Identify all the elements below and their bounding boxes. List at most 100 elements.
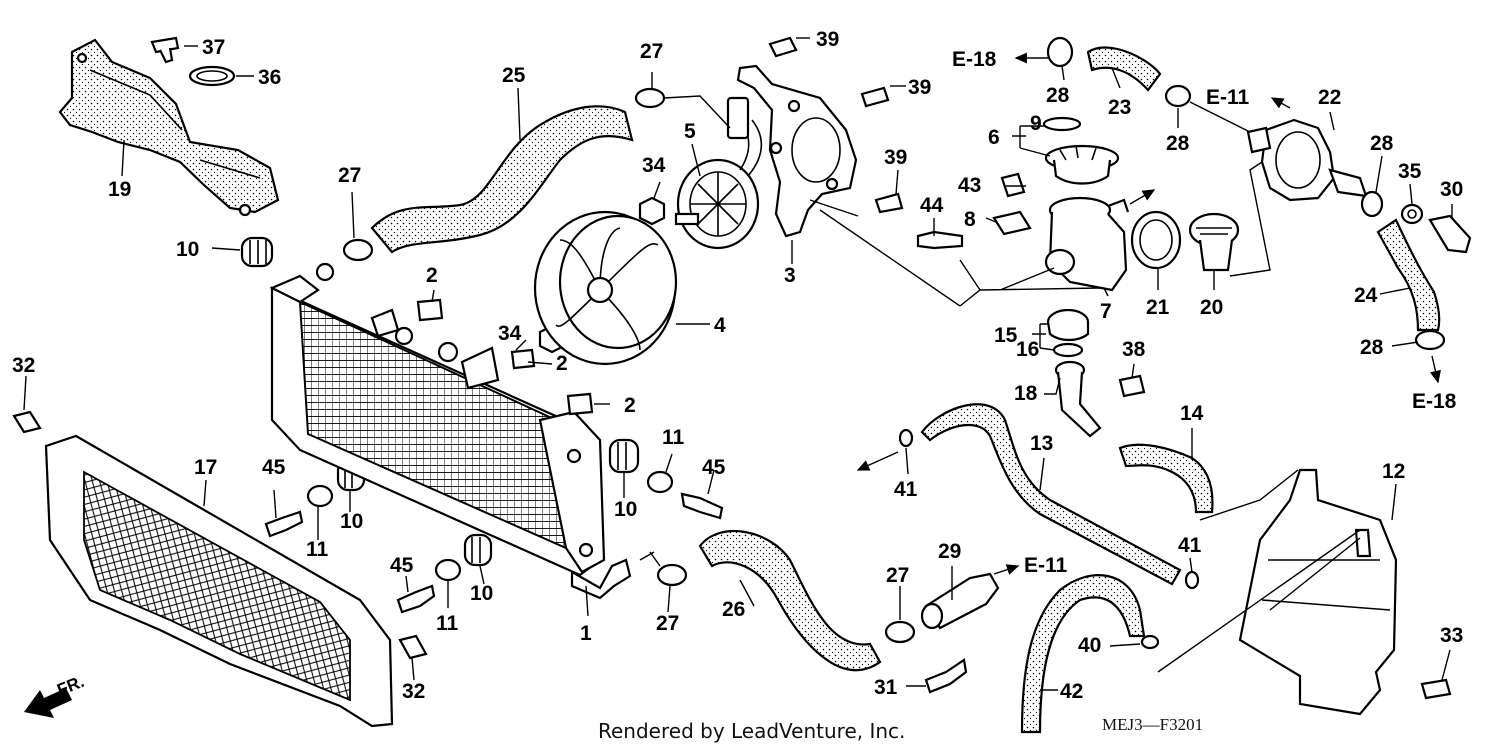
clip-41-drawing <box>898 428 1200 590</box>
bolt-45-drawing <box>264 492 724 614</box>
callout-25: 25 <box>502 64 526 87</box>
fan-shroud-3-drawing <box>736 64 858 238</box>
ref-e18-top: E-18 <box>952 48 997 71</box>
callout-40: 40 <box>1078 634 1101 657</box>
callout-7: 7 <box>1100 300 1112 323</box>
collar-11-drawing <box>306 470 674 582</box>
callout-22: 22 <box>1318 86 1341 109</box>
callout-37: 37 <box>202 36 225 59</box>
callout-26: 26 <box>722 598 745 621</box>
bracket-19-drawing <box>58 38 280 217</box>
hose-23-drawing <box>1086 46 1162 92</box>
callout-6: 6 <box>988 126 1000 149</box>
front-arrow-icon: FR. <box>24 672 87 718</box>
clamp-28-drawing <box>1046 36 1446 351</box>
callout-41-left: 41 <box>894 478 918 501</box>
callout-labels: 37 36 19 25 27 39 39 27 5 34 39 10 3 2 4… <box>12 28 1463 703</box>
callout-27-right: 27 <box>886 564 909 587</box>
hose-25-drawing <box>370 105 634 254</box>
callout-32-low: 32 <box>402 680 425 703</box>
callout-1: 1 <box>580 622 592 645</box>
callout-8: 8 <box>964 208 976 231</box>
callout-43: 43 <box>958 174 981 197</box>
callout-39-top: 39 <box>816 28 839 51</box>
callout-45-left: 45 <box>262 456 286 479</box>
callout-33: 33 <box>1440 624 1463 647</box>
callout-5: 5 <box>684 120 696 143</box>
callout-38: 38 <box>1122 338 1146 361</box>
callout-10-left: 10 <box>176 238 199 261</box>
filler-neck-18-drawing <box>1054 360 1102 438</box>
callout-10-mid: 10 <box>340 510 363 533</box>
callout-28-top: 28 <box>1046 84 1070 107</box>
band-36-drawing <box>188 65 236 87</box>
callout-11-mid: 11 <box>436 612 459 635</box>
water-outlet-22-drawing <box>1246 118 1368 202</box>
thermostat-20-drawing <box>1188 212 1240 272</box>
ref-e11-top: E-11 <box>1206 86 1250 109</box>
callout-24: 24 <box>1354 284 1378 307</box>
sensor-30-drawing <box>1428 214 1472 254</box>
callout-28-low: 28 <box>1360 336 1384 359</box>
hose-26-drawing <box>698 530 882 672</box>
callout-39-low: 39 <box>884 146 907 169</box>
bolt-32-drawing <box>12 410 428 660</box>
callout-3: 3 <box>784 264 796 287</box>
diagram-code: MEJ3—F3201 <box>1102 715 1203 734</box>
callout-2-mid: 2 <box>556 352 568 375</box>
callout-28-right: 28 <box>1370 132 1394 155</box>
callout-12: 12 <box>1382 460 1405 483</box>
clip-8-drawing <box>992 210 1032 236</box>
callout-30: 30 <box>1440 178 1463 201</box>
callout-41-right: 41 <box>1178 534 1202 557</box>
callout-44: 44 <box>920 194 944 217</box>
callout-39-mid: 39 <box>908 76 931 99</box>
bolt-44-drawing <box>916 230 964 250</box>
push-rivet-37-drawing <box>150 36 180 64</box>
callout-29: 29 <box>938 540 961 563</box>
ref-e11-bottom: E-11 <box>1024 554 1068 577</box>
callout-10-low: 10 <box>470 582 493 605</box>
callout-27-left: 27 <box>338 164 361 187</box>
callout-34-mid: 34 <box>498 322 522 345</box>
ref-e18-right: E-18 <box>1412 390 1457 413</box>
thermostat-housing-7-drawing <box>1044 196 1130 292</box>
reference-labels: E-18 E-11 E-18 E-11 <box>952 48 1457 577</box>
callout-11-left: 11 <box>306 538 329 561</box>
washer-35-drawing <box>1400 203 1424 225</box>
bolt-31-drawing <box>924 658 968 694</box>
callout-32-left: 32 <box>12 354 35 377</box>
callout-19: 19 <box>108 178 131 201</box>
callout-10-right: 10 <box>614 498 637 521</box>
fan-motor-5-drawing <box>674 96 763 250</box>
callout-21: 21 <box>1146 296 1170 319</box>
callout-2-low: 2 <box>624 394 636 417</box>
footer-credit: Rendered by LeadVenture, Inc. <box>598 719 905 743</box>
callout-14: 14 <box>1180 402 1204 425</box>
grille-17-drawing <box>44 434 394 728</box>
callout-42: 42 <box>1060 680 1083 703</box>
clip-2-drawing <box>416 298 594 416</box>
bolt-38-drawing <box>1118 374 1146 398</box>
pipe-29-drawing <box>920 572 1000 630</box>
callout-11-right: 11 <box>662 426 685 449</box>
hose-13-drawing <box>920 403 1182 586</box>
callout-36: 36 <box>258 66 281 89</box>
callout-13: 13 <box>1030 432 1053 455</box>
hose-24-drawing <box>1376 218 1441 332</box>
callout-4: 4 <box>714 314 726 337</box>
bolt-39-drawing <box>768 36 904 214</box>
hose-42-drawing <box>1020 574 1146 734</box>
callout-9: 9 <box>1030 112 1042 135</box>
bolt-43-drawing <box>1000 172 1026 198</box>
filler-cap-15-drawing <box>1046 308 1090 342</box>
callout-28-mid: 28 <box>1166 132 1190 155</box>
callout-17: 17 <box>194 456 217 479</box>
clip-40-drawing <box>1140 634 1160 650</box>
leader-lines <box>23 37 1453 691</box>
fan-4-drawing <box>533 210 678 366</box>
gasket-16-drawing <box>1052 342 1084 358</box>
bolt-33-drawing <box>1420 678 1452 700</box>
hose-14-drawing <box>1118 443 1214 514</box>
